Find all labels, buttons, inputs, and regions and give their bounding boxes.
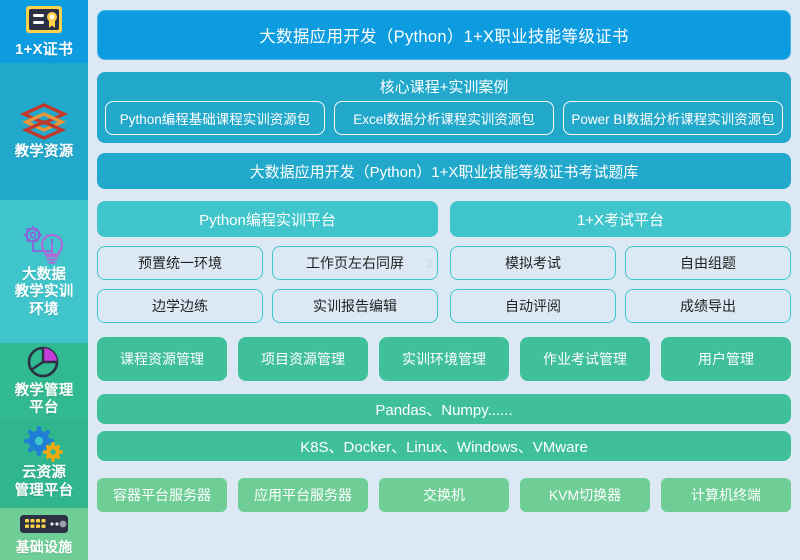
platform-title: Python编程实训平台: [97, 201, 438, 237]
platform-feature[interactable]: 工作页左右同屏: [272, 246, 438, 280]
platform-feature[interactable]: 自动评阅: [450, 289, 616, 323]
core-courses-panel: 核心课程+实训案例 Python编程基础课程实训资源包 Excel数据分析课程实…: [97, 72, 791, 143]
platform-column-exam: 1+X考试平台 模拟考试 自由组题 自动评阅 成绩导出: [450, 201, 791, 323]
pie-chart-icon: [17, 344, 71, 380]
cloud-stack-libraries: Pandas、Numpy......: [97, 394, 791, 424]
sidebar-item-label: 大数据 教学实训 环境: [14, 267, 74, 318]
management-module[interactable]: 项目资源管理: [238, 337, 368, 381]
sidebar-item-certificate[interactable]: 1+X证书: [0, 0, 88, 63]
platforms-section: Python编程实训平台 预置统一环境 工作页左右同屏 边学边练 实训报告编辑 …: [97, 201, 791, 323]
sidebar-item-teaching-management[interactable]: 教学管理 平台: [0, 343, 88, 418]
main-content: 大数据应用开发（Python）1+X职业技能等级证书 核心课程+实训案例 Pyt…: [88, 0, 800, 560]
course-package-row: Python编程基础课程实训资源包 Excel数据分析课程实训资源包 Power…: [105, 101, 783, 135]
sidebar-item-label: 教学管理 平台: [14, 382, 74, 416]
management-module[interactable]: 用户管理: [661, 337, 791, 381]
sidebar-item-label: 基础设施: [15, 539, 73, 556]
course-package-item[interactable]: Power BI数据分析课程实训资源包: [563, 101, 783, 135]
sidebar-item-bigdata-training-env[interactable]: 大数据 教学实训 环境: [0, 200, 88, 343]
gears-icon: [17, 426, 71, 463]
platform-title: 1+X考试平台: [450, 201, 791, 237]
sidebar-item-infrastructure[interactable]: 基础设施: [0, 508, 88, 560]
infrastructure-item[interactable]: 交换机: [379, 478, 509, 512]
management-modules-row: 课程资源管理 项目资源管理 实训环境管理 作业考试管理 用户管理: [97, 337, 791, 381]
platform-feature[interactable]: 边学边练: [97, 289, 263, 323]
sidebar-item-teaching-resources[interactable]: 教学资源: [0, 63, 88, 200]
certificate-icon: [17, 4, 71, 38]
platform-feature[interactable]: 成绩导出: [625, 289, 791, 323]
sidebar-item-label: 教学资源: [14, 144, 74, 161]
server-rack-icon: [17, 512, 71, 536]
infrastructure-item[interactable]: KVM切换器: [520, 478, 650, 512]
platform-feature[interactable]: 自由组题: [625, 246, 791, 280]
certificate-banner: 大数据应用开发（Python）1+X职业技能等级证书: [97, 10, 791, 60]
sidebar-item-label: 云资源 管理平台: [14, 465, 74, 499]
platform-feature[interactable]: 实训报告编辑: [272, 289, 438, 323]
platform-feature-grid: 预置统一环境 工作页左右同屏 边学边练 实训报告编辑: [97, 246, 438, 323]
platform-feature-grid: 模拟考试 自由组题 自动评阅 成绩导出: [450, 246, 791, 323]
management-module[interactable]: 作业考试管理: [520, 337, 650, 381]
infrastructure-item[interactable]: 容器平台服务器: [97, 478, 227, 512]
management-module[interactable]: 课程资源管理: [97, 337, 227, 381]
exam-question-bank-bar: 大数据应用开发（Python）1+X职业技能等级证书考试题库: [97, 153, 791, 189]
infrastructure-row: 容器平台服务器 应用平台服务器 交换机 KVM切换器 计算机终端: [97, 478, 791, 512]
sidebar-item-label: 1+X证书: [14, 41, 74, 59]
platform-feature[interactable]: 模拟考试: [450, 246, 616, 280]
management-module[interactable]: 实训环境管理: [379, 337, 509, 381]
infrastructure-item[interactable]: 计算机终端: [661, 478, 791, 512]
sidebar: 1+X证书 教学资源 大数据 教学实训 环: [0, 0, 88, 560]
lightbulb-gear-icon: [17, 224, 71, 265]
platform-column-python: Python编程实训平台 预置统一环境 工作页左右同屏 边学边练 实训报告编辑: [97, 201, 438, 323]
cloud-stack-platforms: K8S、Docker、Linux、Windows、VMware: [97, 431, 791, 461]
course-package-item[interactable]: Excel数据分析课程实训资源包: [334, 101, 554, 135]
platform-feature[interactable]: 预置统一环境: [97, 246, 263, 280]
infrastructure-item[interactable]: 应用平台服务器: [238, 478, 368, 512]
core-courses-title: 核心课程+实训案例: [379, 79, 509, 96]
course-package-item[interactable]: Python编程基础课程实训资源包: [105, 101, 325, 135]
sidebar-item-cloud-resource-platform[interactable]: 云资源 管理平台: [0, 418, 88, 508]
layers-icon: [17, 101, 71, 141]
